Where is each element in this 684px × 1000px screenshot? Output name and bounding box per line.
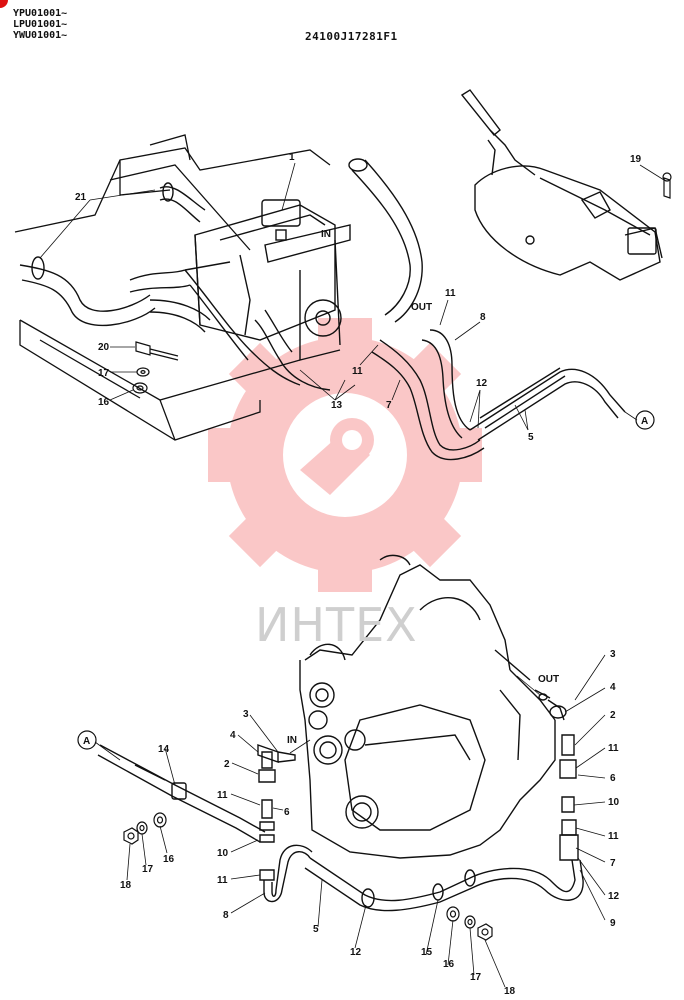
top-flow-labels: IN OUT: [321, 229, 432, 313]
part-label-19: 19: [630, 154, 642, 165]
watermark-text: ИНТЕХ: [255, 598, 418, 652]
part-label-l2: 2: [224, 759, 230, 770]
part-label-l18: 18: [120, 880, 132, 891]
part-label-l10: 10: [217, 848, 229, 859]
part-label-r7: 7: [610, 858, 616, 869]
ref-a-bottom: A: [77, 730, 97, 750]
part-label-8: 8: [480, 312, 486, 323]
bottom-part-labels: 3 4 2 11 6 10 11 7 12 9 3 4 2 11 6 10 11…: [120, 649, 620, 997]
ref-a-top: A: [635, 410, 655, 430]
bottom-flow-labels: IN OUT: [287, 674, 559, 746]
part-label-b12: 12: [350, 947, 362, 958]
part-label-r9: 9: [610, 918, 616, 929]
part-label-l11b: 11: [217, 875, 228, 886]
drawing-code: 24100J17281F1: [305, 30, 398, 43]
part-label-21: 21: [75, 192, 87, 203]
part-label-r10: 10: [608, 797, 620, 808]
part-label-11-upper: 11: [445, 288, 456, 299]
part-label-r11a: 11: [608, 743, 619, 754]
bottom-small-parts: [123, 812, 493, 941]
part-label-r4: 4: [610, 682, 616, 693]
part-label-l3: 3: [243, 709, 249, 720]
watermark-gear-icon: [208, 318, 482, 592]
part-label-b18: 18: [504, 986, 516, 997]
part-label-20: 20: [98, 342, 110, 353]
part-label-11-lower: 11: [352, 366, 363, 377]
part-label-17: 17: [98, 368, 110, 379]
ref-a-top-label: A: [641, 416, 648, 427]
label-in-top: IN: [321, 229, 331, 240]
serial-line-2: LPU01001~: [13, 19, 68, 30]
bottom-hoses: [97, 689, 584, 912]
corner-marker: [0, 0, 8, 8]
label-in-bottom: IN: [287, 735, 297, 746]
part-label-b5: 5: [313, 924, 319, 935]
top-hoses: [19, 158, 626, 461]
top-leader-lines: [39, 162, 665, 431]
part-label-b15: 15: [421, 947, 433, 958]
engine-block: [299, 554, 556, 859]
part-label-5: 5: [528, 432, 534, 443]
part-label-1: 1: [289, 152, 295, 163]
part-label-l6: 6: [284, 807, 290, 818]
part-label-b17: 17: [470, 972, 482, 983]
heater-unit: [184, 199, 351, 361]
part-label-l16: 16: [163, 854, 175, 865]
part-label-16: 16: [98, 397, 110, 408]
part-label-l11a: 11: [217, 790, 228, 801]
part-label-r3: 3: [610, 649, 616, 660]
part-label-l4: 4: [230, 730, 236, 741]
serial-line-3: YWU01001~: [13, 30, 68, 41]
ref-a-top-circle: [635, 410, 655, 430]
part-label-r6: 6: [610, 773, 616, 784]
bottom-leader-lines: [94, 654, 606, 988]
label-out-top: OUT: [411, 302, 432, 313]
label-out-bottom: OUT: [538, 674, 559, 685]
part-label-r2: 2: [610, 710, 616, 721]
part-label-l8: 8: [223, 910, 229, 921]
top-small-parts: [132, 172, 672, 394]
part-label-13: 13: [331, 400, 343, 411]
part-label-r11b: 11: [608, 831, 619, 842]
part-label-r12: 12: [608, 891, 620, 902]
serial-line-1: YPU01001~: [13, 8, 68, 19]
top-frame: [14, 134, 331, 441]
control-lever-housing: [460, 89, 663, 281]
ref-a-bottom-label: A: [83, 736, 90, 747]
part-label-12: 12: [476, 378, 488, 389]
part-label-l17: 17: [142, 864, 154, 875]
part-label-7: 7: [386, 400, 392, 411]
part-label-l14: 14: [158, 744, 170, 755]
top-part-labels: 1 21 20 17 16 13 11 11 7 8 12 5 19: [75, 152, 642, 443]
part-label-b16: 16: [443, 959, 455, 970]
ref-a-bottom-circle: [77, 730, 97, 750]
